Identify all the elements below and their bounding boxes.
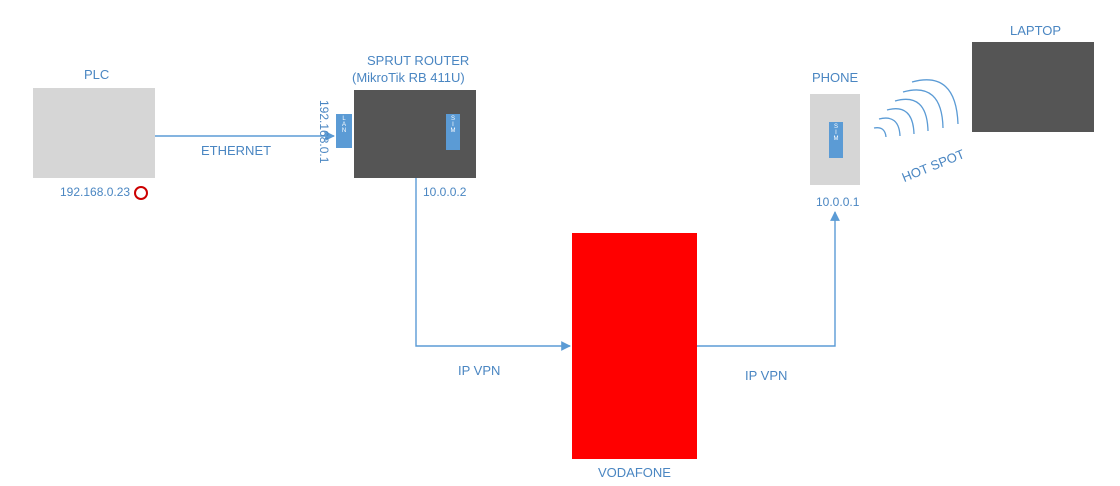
phone-sim-label: SIM xyxy=(833,124,839,142)
router-sim-label: SIM xyxy=(450,116,456,134)
laptop-device xyxy=(972,42,1094,132)
router-sim-slot: SIM xyxy=(446,114,460,150)
plc-device xyxy=(33,88,155,178)
plc-label: PLC xyxy=(84,67,110,82)
router-lan-ip-label: 192.168.0.1 xyxy=(317,100,331,164)
router-wan-ip-label: 10.0.0.2 xyxy=(423,185,467,199)
vodafone-network xyxy=(572,233,697,459)
laptop-label: LAPTOP xyxy=(1010,23,1062,38)
lan-port: LAN xyxy=(336,114,352,148)
wifi-waves-icon xyxy=(873,79,959,138)
vodafone-phone-connector xyxy=(697,211,840,347)
router-label-line2: (MikroTik RB 411U) xyxy=(352,70,465,85)
phone-sim-slot: SIM xyxy=(829,122,843,158)
router-label-line1: SPRUT ROUTER xyxy=(367,53,470,68)
phone-label: PHONE xyxy=(812,70,859,85)
status-marker-icon xyxy=(134,186,148,200)
lan-port-label: LAN xyxy=(341,116,347,134)
vodafone-label: VODAFONE xyxy=(598,465,671,480)
router-vodafone-connector xyxy=(415,178,571,351)
plc-ip-label: 192.168.0.23 xyxy=(60,185,131,199)
vpn-label-left: IP VPN xyxy=(458,363,501,378)
ethernet-label: ETHERNET xyxy=(201,143,272,158)
vpn-label-right: IP VPN xyxy=(745,368,788,383)
phone-ip-label: 10.0.0.1 xyxy=(816,195,860,209)
